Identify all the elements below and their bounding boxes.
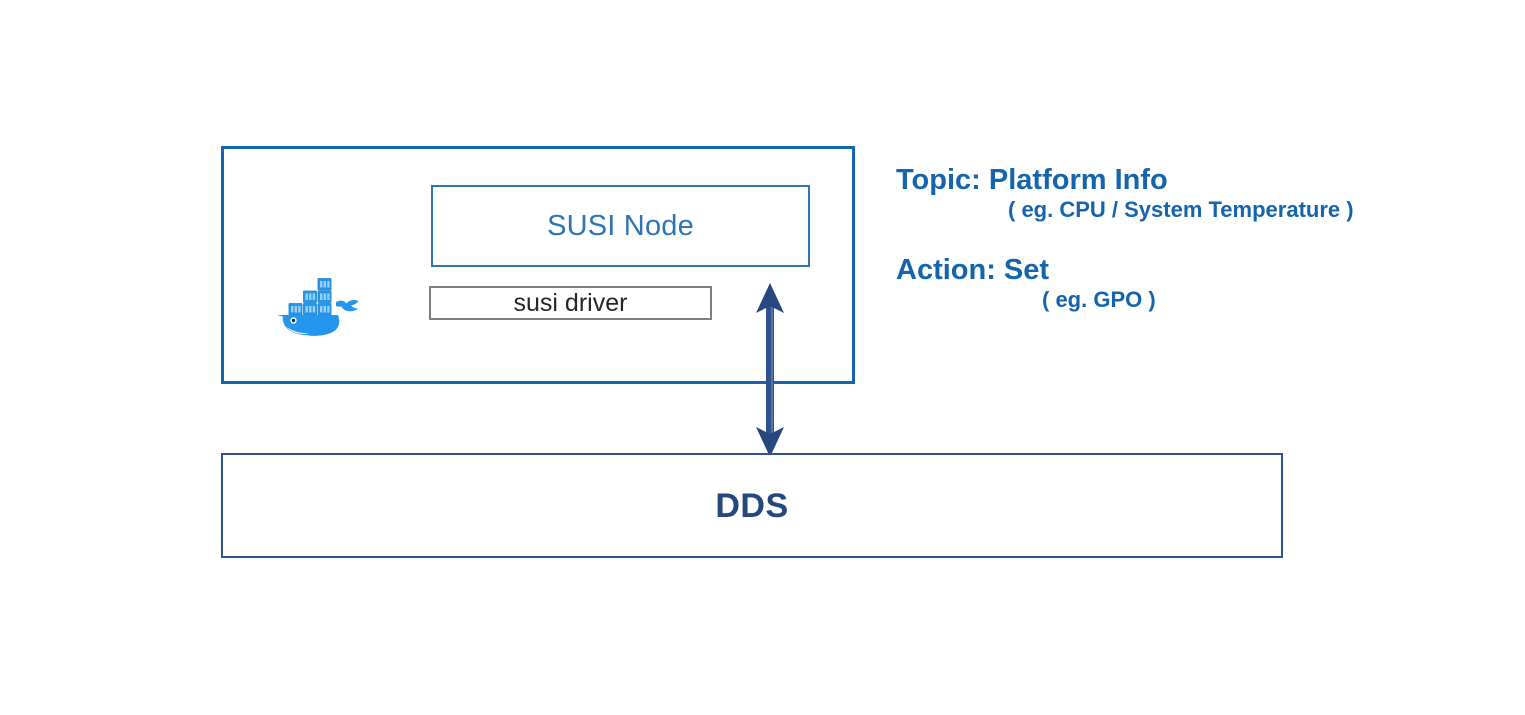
annotation-topic: Topic: Platform Info ( eg. CPU / System … <box>896 164 1496 224</box>
annotation-topic-subtitle: ( eg. CPU / System Temperature ) <box>1008 197 1354 223</box>
bidirectional-arrow-icon <box>745 282 795 458</box>
annotation-panel: Topic: Platform Info ( eg. CPU / System … <box>896 164 1496 344</box>
dds-box[interactable]: DDS <box>221 453 1283 558</box>
susi-driver-box[interactable]: susi driver <box>429 286 712 320</box>
susi-node-box[interactable]: SUSI Node <box>431 185 810 267</box>
susi-driver-label: susi driver <box>513 288 628 317</box>
annotation-action: Action: Set ( eg. GPO ) <box>896 254 1496 314</box>
dds-label: DDS <box>715 486 789 525</box>
susi-node-label: SUSI Node <box>547 209 694 242</box>
annotation-topic-title: Topic: Platform Info <box>896 164 1168 196</box>
annotation-action-title: Action: Set <box>896 253 1050 286</box>
docker-whale-icon <box>269 270 381 340</box>
annotation-action-subtitle: ( eg. GPO ) <box>1042 287 1156 313</box>
